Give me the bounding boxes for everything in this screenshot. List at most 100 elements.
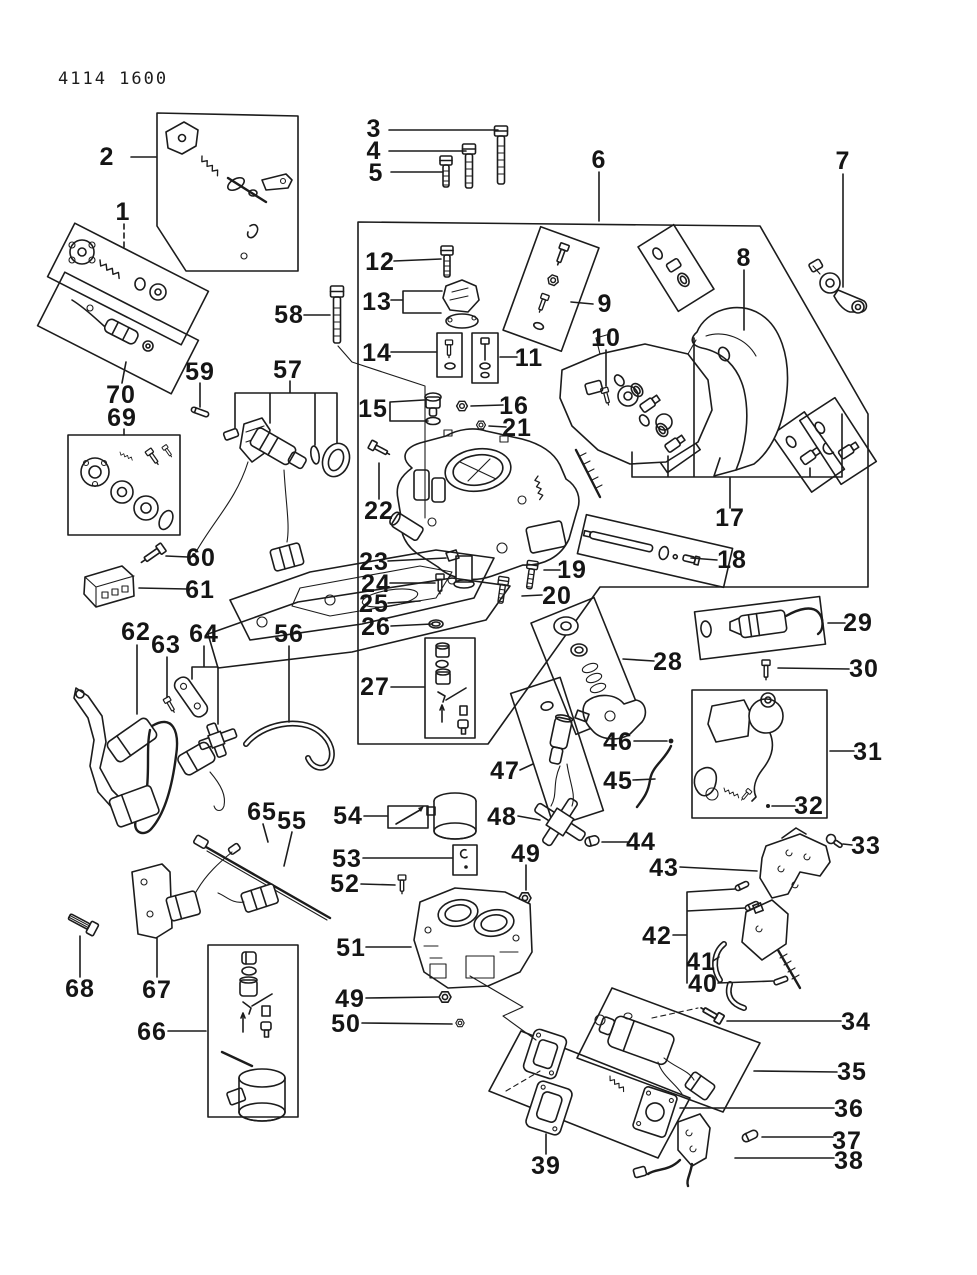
hardware-kit-9 (532, 241, 571, 331)
solenoid-42 (733, 879, 802, 990)
kit-box-2 (156, 112, 299, 272)
gasket-39 (525, 1080, 573, 1136)
callout-26: 26 (361, 613, 391, 641)
callout-4: 4 (367, 137, 382, 165)
parts-art (67, 121, 868, 1188)
kit-box-9 (502, 225, 600, 353)
leader-28 (622, 658, 655, 662)
kit-box-47 (509, 676, 605, 828)
wire-45 (635, 744, 673, 809)
clip-23 (445, 549, 460, 562)
leader-23 (387, 557, 447, 562)
callout-38: 38 (834, 1147, 864, 1175)
hose-40 (725, 975, 789, 1011)
choke-lever-kit-2 (165, 121, 293, 260)
bolt-12 (440, 245, 454, 278)
bolt-68 (67, 913, 100, 937)
leader-58-pointer (337, 345, 426, 519)
leader-52 (360, 883, 396, 886)
strap-64 (173, 676, 209, 718)
leader-21 (488, 425, 507, 428)
leader-30 (777, 667, 850, 670)
callout-16: 16 (499, 392, 529, 420)
callout-48: 48 (487, 803, 517, 831)
callout-33: 33 (851, 832, 881, 860)
leader-25 (387, 600, 421, 604)
callout-5: 5 (369, 159, 384, 187)
callout-22: 22 (364, 497, 394, 525)
leader-43 (679, 866, 758, 872)
throttle-bracket (559, 333, 713, 499)
screw-52 (397, 874, 407, 895)
diagram-code: 4114 1600 (58, 69, 168, 89)
callout-43: 43 (649, 854, 679, 882)
gasket-kit-36 (522, 1028, 678, 1138)
callout-37: 37 (832, 1127, 862, 1155)
callout-60: 60 (186, 544, 216, 572)
clip-37 (741, 1129, 759, 1143)
enrichment-valve-13 (442, 279, 480, 329)
kit-box-31 (691, 689, 828, 819)
jet-kit-14 (444, 339, 456, 370)
callout-44: 44 (626, 828, 656, 856)
depression-unit-31 (693, 692, 784, 808)
screw-60 (140, 542, 167, 564)
throttle-lever-7 (808, 258, 868, 314)
callout-50: 50 (331, 1010, 361, 1038)
leader-26 (390, 623, 433, 627)
callout-62: 62 (121, 618, 151, 646)
gasket-kit-17d (814, 421, 860, 460)
leader-55 (283, 831, 293, 867)
callout-20: 20 (542, 582, 572, 610)
callout-17: 17 (715, 504, 745, 532)
heat-shield-8 (691, 306, 789, 477)
callout-2: 2 (100, 143, 115, 171)
kit-box-70 (36, 271, 200, 395)
callout-65: 65 (247, 798, 277, 826)
callout-28: 28 (653, 648, 683, 676)
callout-14: 14 (362, 339, 392, 367)
callout-9: 9 (598, 290, 613, 318)
gasket-kit-17a (613, 374, 661, 413)
leader-35 (753, 1070, 838, 1073)
kit-box-14 (436, 332, 463, 378)
callout-55: 55 (277, 807, 307, 835)
bracket-43 (759, 827, 831, 899)
needle-seat-kit-27 (435, 642, 469, 735)
gasket-kit-17c (652, 247, 690, 288)
kit-box-1 (46, 222, 210, 346)
bolt-3 (493, 125, 509, 185)
leader-60 (165, 555, 189, 558)
callout-34: 34 (841, 1008, 871, 1036)
sensor-kit-47 (540, 701, 574, 807)
callout-61: 61 (185, 576, 215, 604)
callout-8: 8 (737, 244, 752, 272)
callout-45: 45 (603, 767, 633, 795)
kit-box-27 (424, 637, 476, 739)
callout-35: 35 (837, 1058, 867, 1086)
carburetor-body (389, 428, 580, 589)
callout-40: 40 (688, 970, 718, 998)
kit-box-17d (798, 396, 878, 486)
thermo-valve-57 (192, 417, 351, 572)
leader-64 (191, 645, 219, 725)
leader-57 (234, 380, 338, 446)
leader-18 (690, 557, 718, 561)
assembly-dash-39 (505, 1070, 541, 1092)
callout-39: 39 (531, 1152, 561, 1180)
callout-13: 13 (362, 288, 392, 316)
callout-7: 7 (836, 147, 851, 175)
leader-16 (470, 404, 504, 407)
cross-fitting-48 (534, 797, 586, 847)
callout-24: 24 (361, 570, 391, 598)
callout-68: 68 (65, 975, 95, 1003)
leader-70 (121, 361, 127, 384)
callout-64: 64 (189, 620, 219, 648)
callout-32: 32 (794, 792, 824, 820)
assembly-line-51-36 (469, 975, 537, 1041)
kit-box-53 (452, 844, 478, 876)
kit-box-35 (576, 987, 761, 1113)
callout-36: 36 (834, 1095, 864, 1123)
kit-box-6 (357, 221, 869, 745)
